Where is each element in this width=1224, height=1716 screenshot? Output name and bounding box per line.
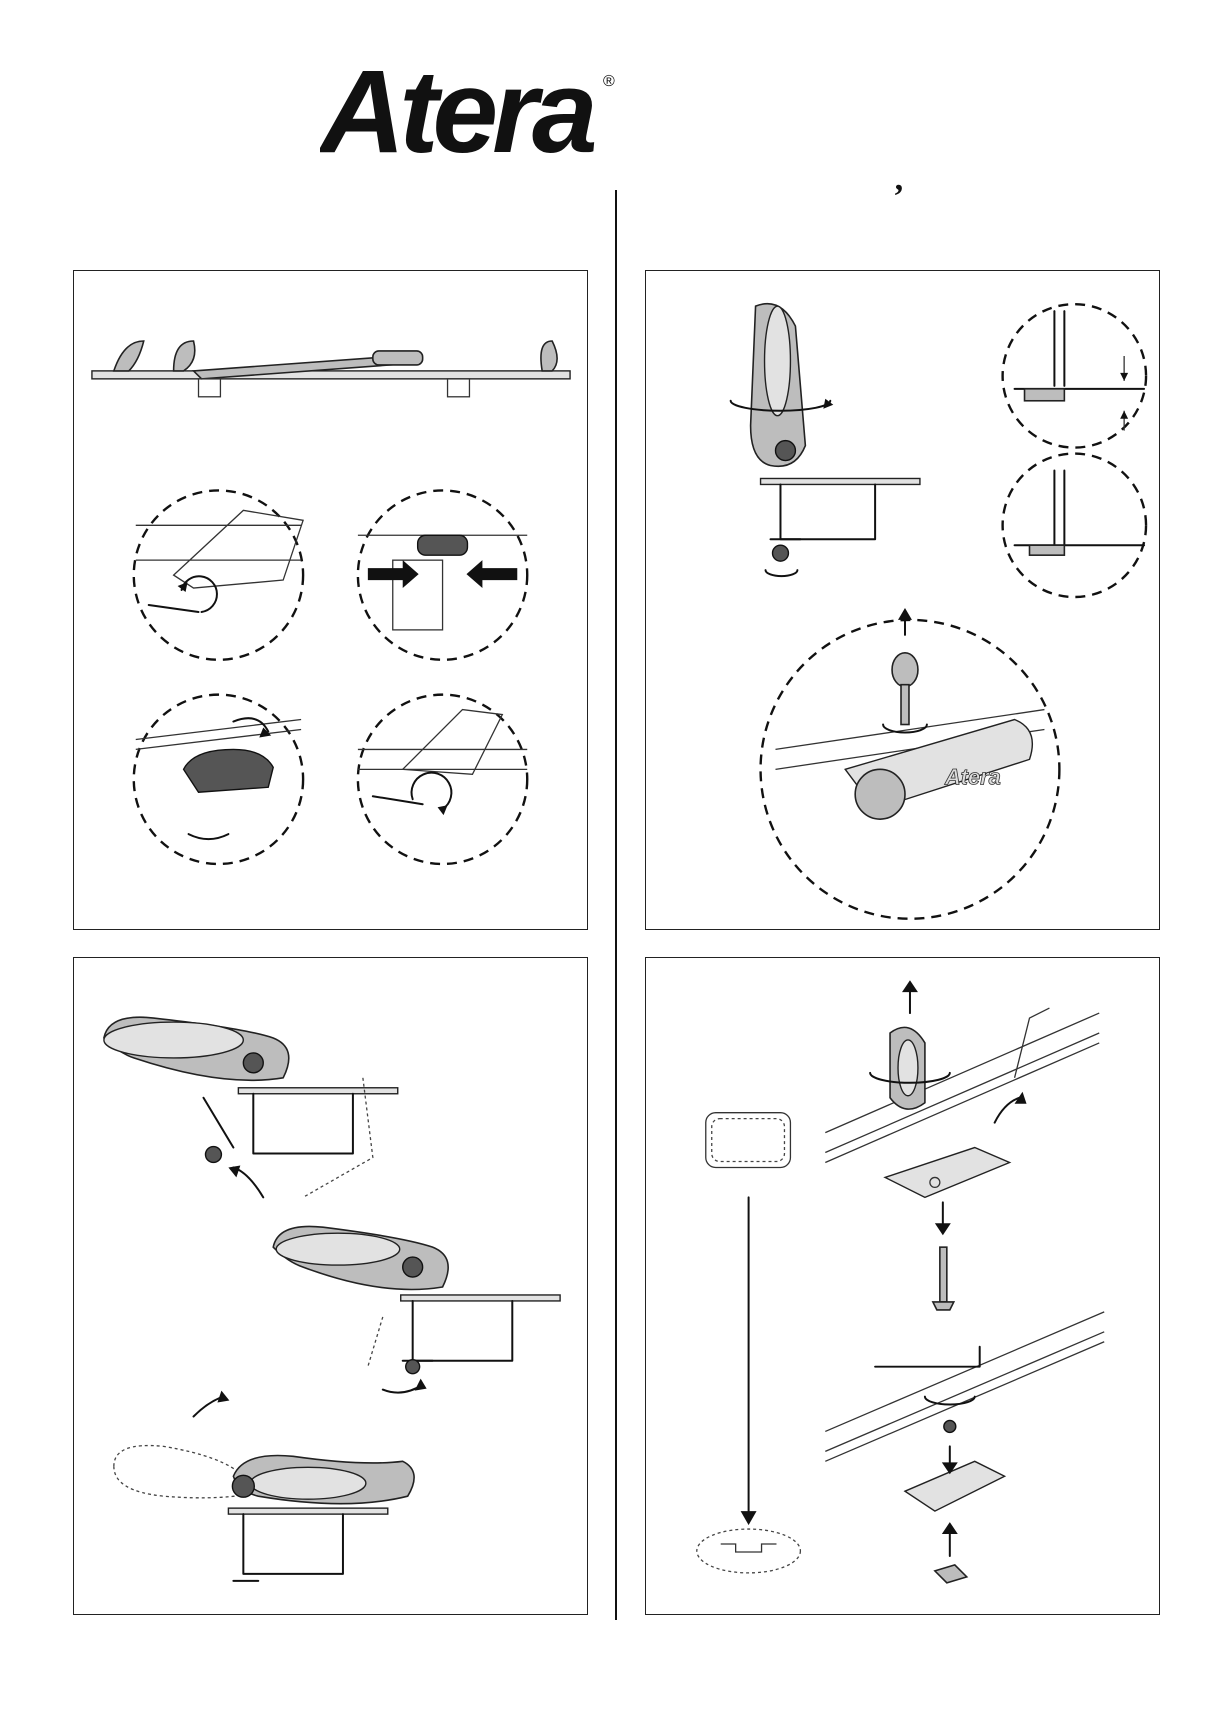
illustration-bike-rack-overview (74, 271, 587, 929)
detail-circle-1 (134, 490, 303, 659)
header-comma: ’ (893, 180, 904, 214)
column-divider (615, 190, 617, 1620)
illustration-clamp-lock: Atera (646, 271, 1159, 929)
detail-circle-4 (358, 695, 527, 864)
illustration-rail-mounting (646, 958, 1159, 1614)
atera-logo: Atera ® (320, 52, 620, 167)
registered-mark: ® (603, 73, 615, 90)
panel-bottom-left (73, 957, 588, 1615)
panel-top-left (73, 270, 588, 930)
inset-atera-logo: Atera (944, 764, 1001, 789)
detail-circle-3 (134, 695, 303, 864)
panel-bottom-right (645, 957, 1160, 1615)
illustration-lever-positions (74, 958, 587, 1614)
detail-closed-circle (1003, 454, 1146, 597)
detail-circle-2 (358, 490, 527, 659)
panel-top-right: Atera (645, 270, 1160, 930)
logo-text: Atera (320, 52, 595, 167)
